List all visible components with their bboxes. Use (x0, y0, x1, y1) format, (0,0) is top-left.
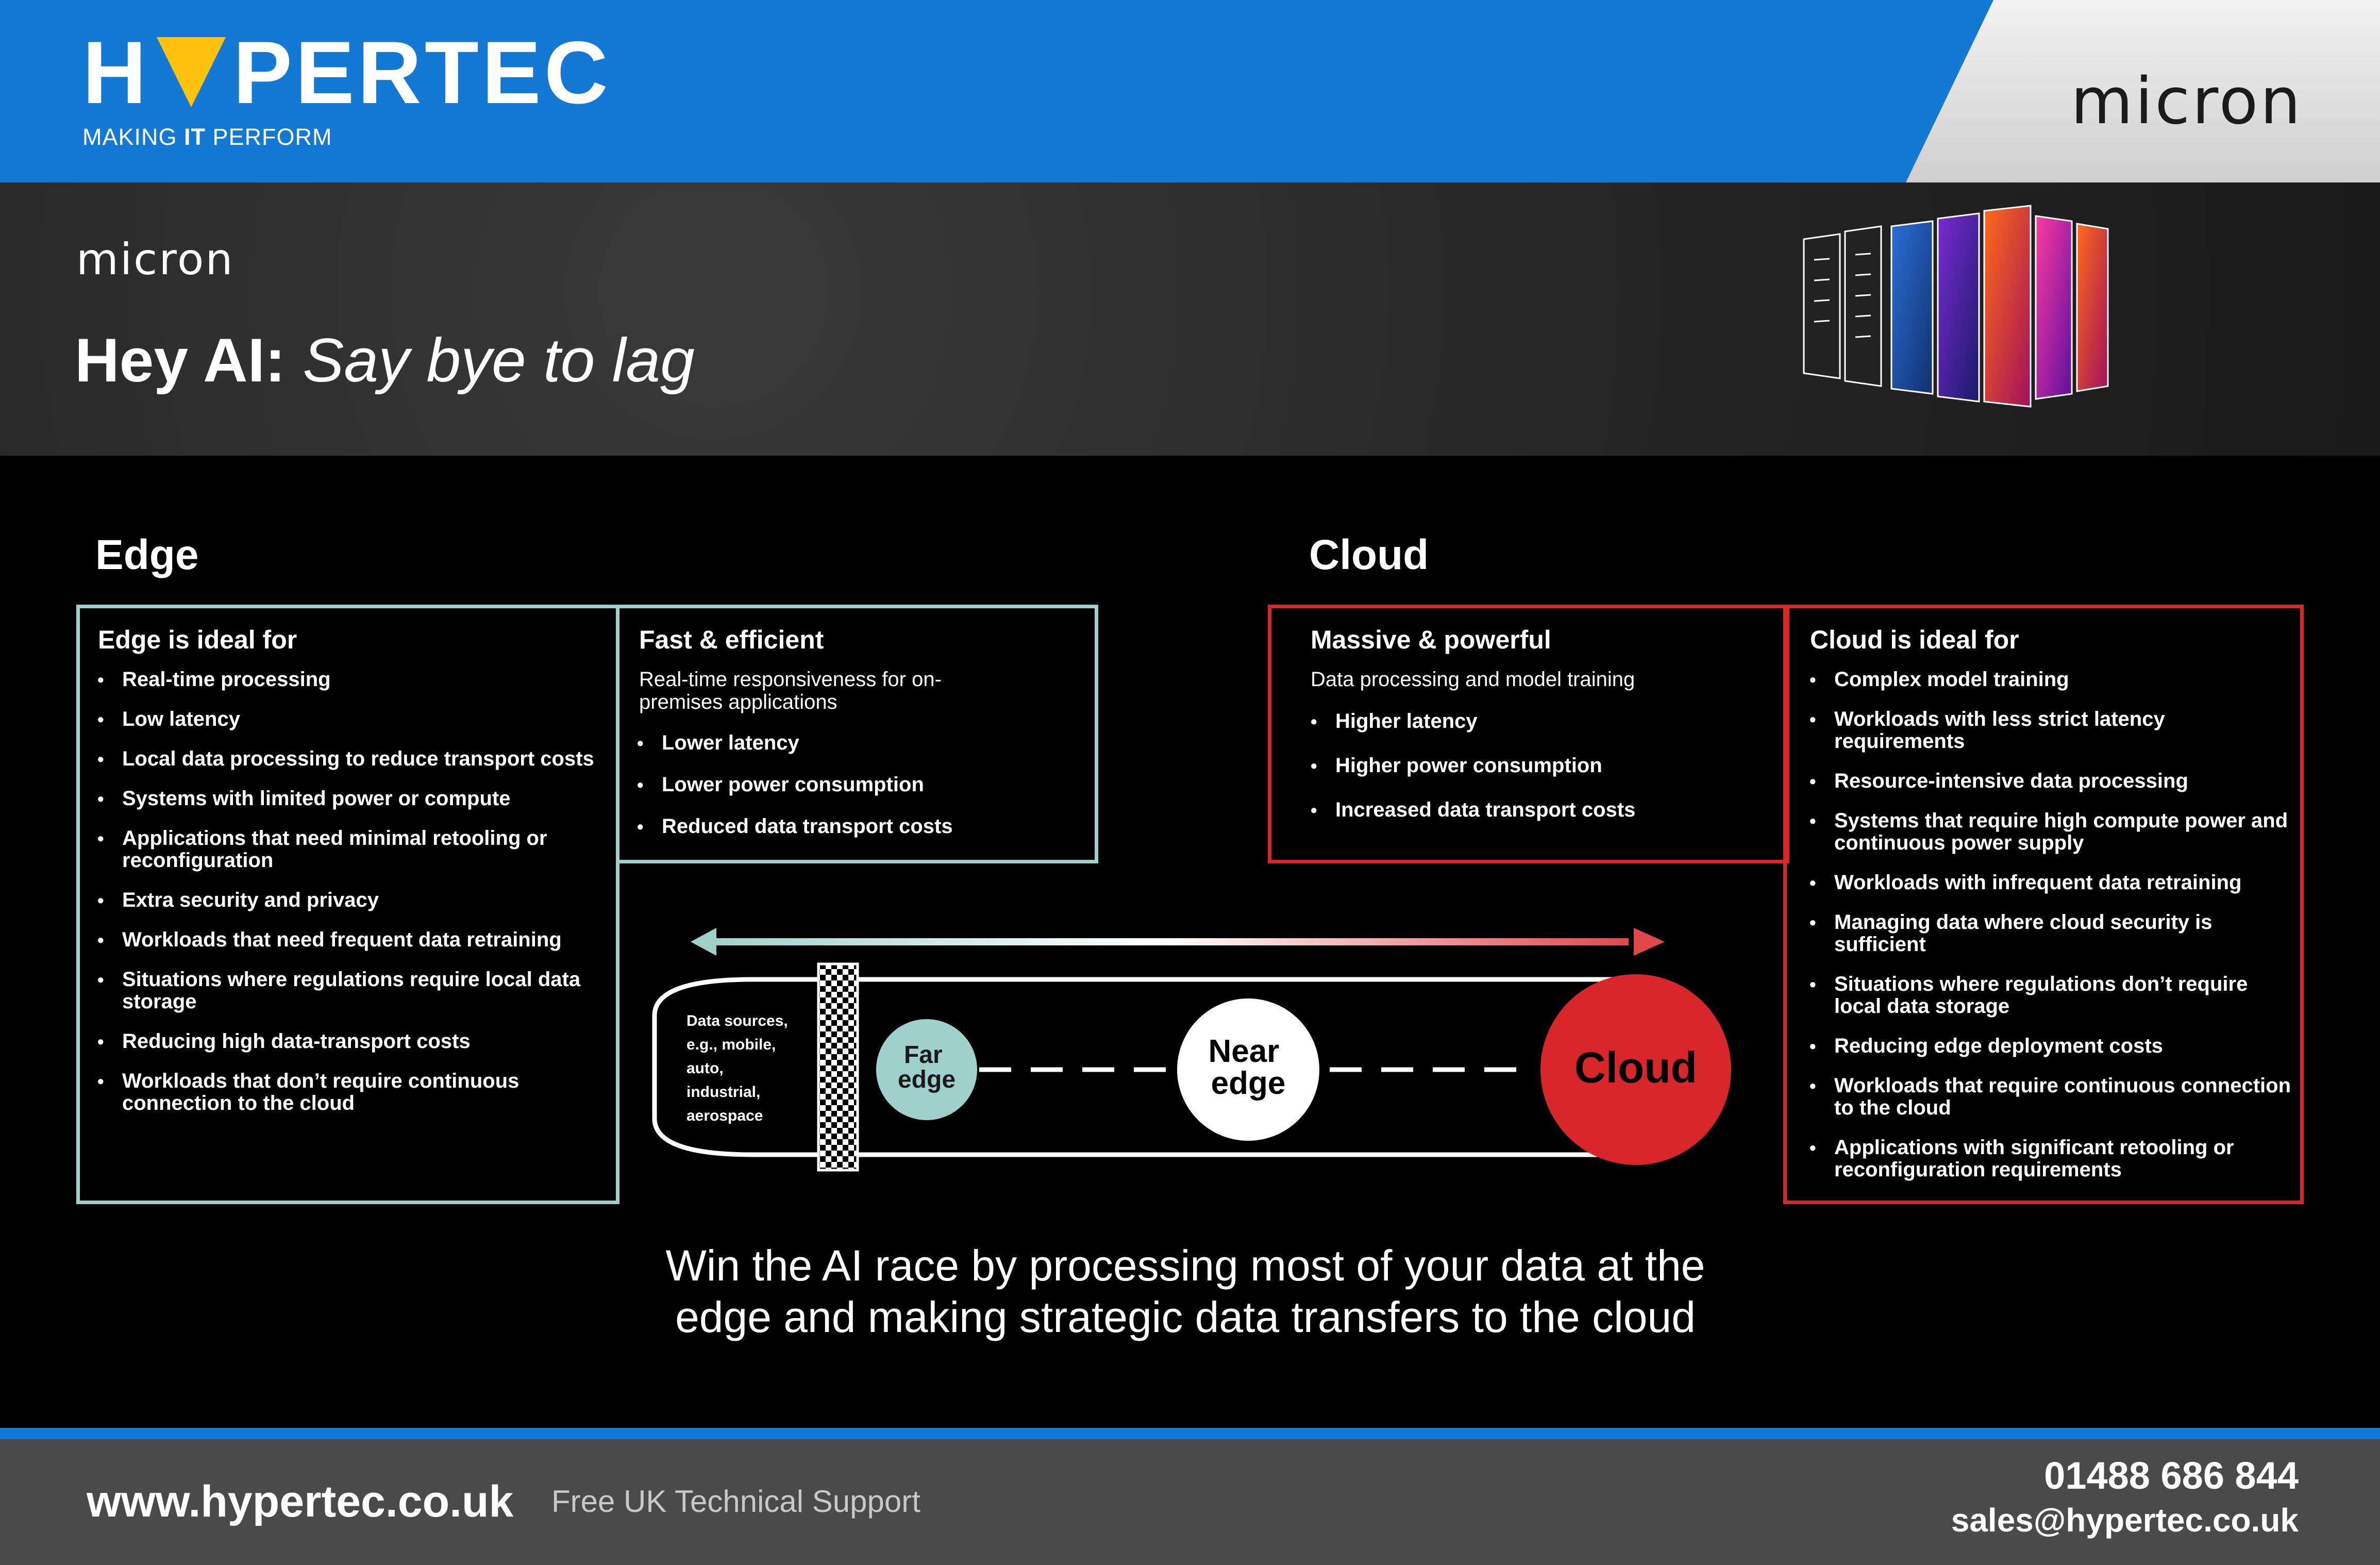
micron-logo: micron (2070, 64, 2303, 139)
massive-powerful-box: Massive & powerful Data processing and m… (1268, 605, 1789, 863)
partner-logo-panel (1906, 0, 2380, 182)
list-item: Workloads that don’t require continuous … (80, 1070, 611, 1114)
cloud-ideal-list: Complex model trainingWorkloads with les… (1792, 669, 2300, 1198)
svg-text:Far edge: Far edge (898, 1041, 956, 1093)
list-item: Complex model training (1792, 669, 2300, 691)
list-item: Low latency (80, 708, 611, 731)
website-link[interactable]: www.hypertec.co.uk (87, 1477, 514, 1526)
list-item: Lower power consumption (619, 774, 1083, 796)
footer-accent-line (0, 1428, 2380, 1439)
edge-ideal-box: Edge is ideal for Real-time processingLo… (76, 605, 619, 1204)
edge-heading: Edge (95, 531, 199, 578)
cloud-node (1540, 974, 1731, 1165)
page-title: Hey AI: Say bye to lag (75, 326, 695, 395)
latency-gradient-arrow (691, 928, 1665, 956)
far-edge-node (876, 1019, 977, 1120)
list-item: Reducing high data-transport costs (80, 1030, 611, 1053)
data-track (652, 977, 1623, 1157)
fast-efficient-subtitle: Real-time responsiveness for on-premises… (639, 668, 942, 713)
massive-powerful-title: Massive & powerful (1311, 625, 1551, 654)
fast-efficient-title: Fast & efficient (639, 625, 824, 654)
list-item: Local data processing to reduce transpor… (80, 748, 611, 771)
micron-hero-logo: micron (76, 234, 234, 285)
list-item: Workloads with less strict latency requi… (1792, 708, 2300, 753)
cloud-ideal-title: Cloud is ideal for (1810, 625, 2019, 654)
list-item: Workloads that need frequent data retrai… (80, 929, 611, 952)
list-item: Situations where regulations don’t requi… (1792, 973, 2300, 1018)
massive-powerful-list: Higher latencyHigher power consumptionIn… (1293, 710, 1783, 843)
hero-banner: micron Hey AI: Say bye to lag (0, 182, 2380, 456)
list-item: Higher latency (1293, 710, 1783, 733)
checkered-start-flag (817, 962, 859, 1172)
list-item: Systems with limited power or compute (80, 788, 611, 810)
tagline: Win the AI race by processing most of yo… (665, 1241, 1705, 1341)
svg-text:Cloud: Cloud (1574, 1043, 1697, 1092)
footer: www.hypertec.co.uk Free UK Technical Sup… (0, 1439, 2380, 1565)
fast-efficient-box: Fast & efficient Real-time responsivenes… (616, 605, 1098, 863)
list-item: Reduced data transport costs (619, 815, 1083, 838)
hypertec-tagline: MAKING IT PERFORM (82, 124, 332, 150)
list-item: Applications that need minimal retooling… (80, 827, 611, 872)
edge-to-cloud-diagram: Data sources, e.g., mobile, auto, indust… (652, 928, 1731, 1172)
yellow-triangle-icon (153, 34, 230, 111)
phone-number[interactable]: 01488 686 844 (2044, 1454, 2299, 1497)
list-item: Increased data transport costs (1293, 799, 1783, 822)
massive-powerful-subtitle: Data processing and model training (1311, 668, 1635, 691)
data-sources-label: Data sources, e.g., mobile, auto, indust… (686, 1012, 792, 1124)
list-item: Managing data where cloud security is su… (1792, 911, 2300, 956)
edge-ideal-list: Real-time processingLow latencyLocal dat… (80, 669, 611, 1132)
hypertec-wordmark: H PERTEC (82, 23, 611, 122)
list-item: Workloads with infrequent data retrainin… (1792, 872, 2300, 894)
list-item: Lower latency (619, 732, 1083, 755)
list-item: Real-time processing (80, 669, 611, 691)
fast-efficient-list: Lower latencyLower power consumptionRedu… (619, 732, 1083, 857)
list-item: Workloads that require continuous connec… (1792, 1075, 2300, 1119)
list-item: Higher power consumption (1293, 755, 1783, 777)
svg-text:Near edge: Near edge (1208, 1034, 1288, 1101)
cloud-heading: Cloud (1309, 531, 1429, 578)
support-text: Free UK Technical Support (551, 1484, 920, 1519)
list-item: Resource-intensive data processing (1792, 770, 2300, 793)
list-item: Extra security and privacy (80, 889, 611, 912)
list-item: Systems that require high compute power … (1792, 810, 2300, 854)
server-racks-illustration (1803, 205, 2109, 408)
edge-ideal-title: Edge is ideal for (98, 625, 297, 654)
cloud-ideal-box: Cloud is ideal for Complex model trainin… (1783, 605, 2304, 1204)
email-link[interactable]: sales@hypertec.co.uk (1951, 1502, 2299, 1539)
hypertec-logo[interactable]: H PERTEC MAKING IT PERFORM (82, 23, 611, 151)
list-item: Situations where regulations require loc… (80, 969, 611, 1013)
list-item: Reducing edge deployment costs (1792, 1035, 2300, 1058)
near-edge-node (1177, 998, 1319, 1141)
list-item: Applications with significant retooling … (1792, 1137, 2300, 1181)
